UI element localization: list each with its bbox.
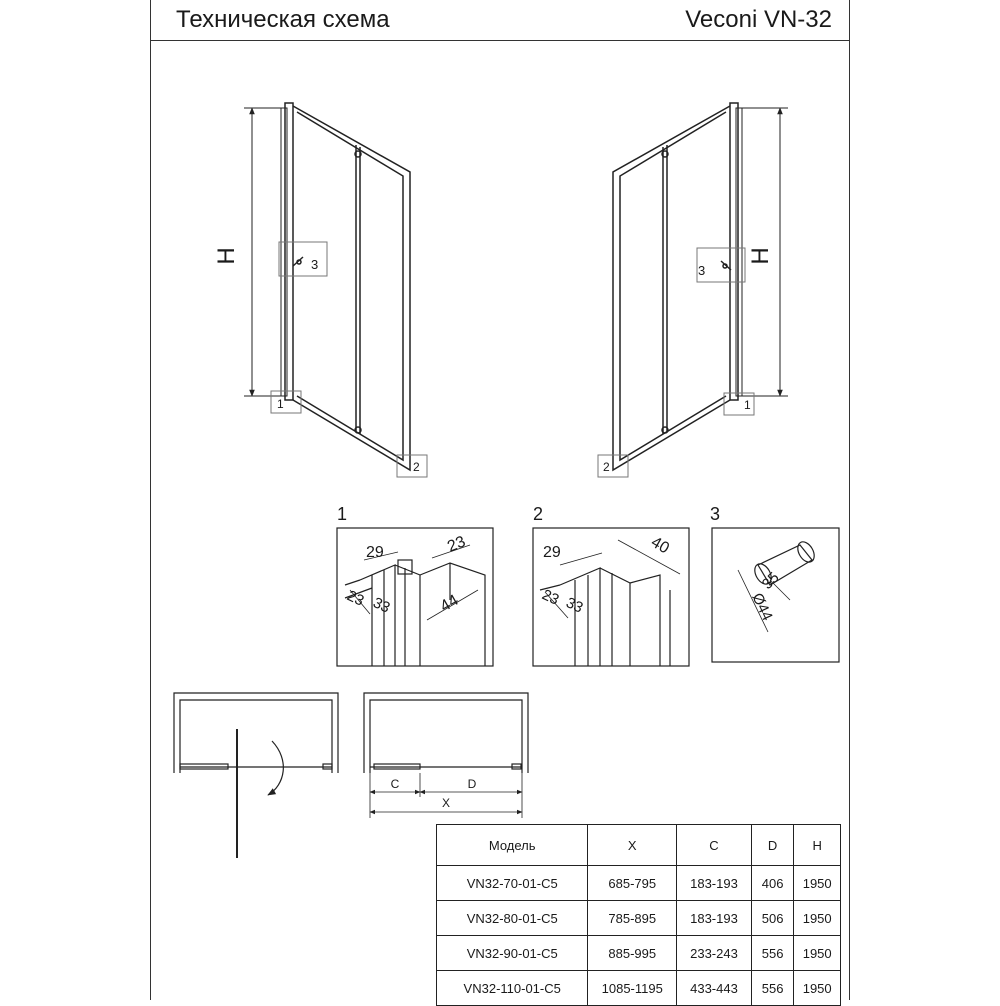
right-height-label: H xyxy=(747,247,774,264)
header-h: H xyxy=(793,824,841,866)
header-c: C xyxy=(676,824,752,866)
detail-1-dim-23-top: 23 xyxy=(445,533,468,555)
plan-sliding-view xyxy=(363,692,529,773)
cell-model: VN32-110-01-C5 xyxy=(435,970,589,1006)
right-height-dimension xyxy=(740,107,788,397)
cell-c: 233-243 xyxy=(676,935,752,971)
plan-x-label: X xyxy=(442,796,450,810)
cell-model: VN32-90-01-C5 xyxy=(435,935,589,971)
header-x: X xyxy=(587,824,678,866)
detail-2-dim-40: 40 xyxy=(648,534,672,558)
plan-swing-view xyxy=(173,692,339,858)
header-model: Модель xyxy=(435,824,589,866)
detail-2-dim-lines xyxy=(544,539,681,619)
detail-1-dim-44: 44 xyxy=(438,592,462,616)
detail-1-number: 1 xyxy=(337,504,347,524)
left-elevation xyxy=(280,102,411,472)
detail-3-number: 3 xyxy=(710,504,720,524)
cell-d: 556 xyxy=(750,970,795,1006)
detail-1-dim-lines xyxy=(349,544,479,621)
cell-h: 1950 xyxy=(793,900,841,936)
left-handle-icon xyxy=(292,256,304,267)
left-callout-1: 1 xyxy=(277,397,284,411)
plan-c-label: C xyxy=(391,777,400,791)
cell-h: 1950 xyxy=(793,970,841,1006)
cell-c: 433-443 xyxy=(676,970,752,1006)
detail-3-dim-diam44: Ø44 xyxy=(748,591,775,624)
table-row: VN32-90-01-C5 885-995 233-243 556 1950 xyxy=(435,935,841,971)
left-callout-boxes xyxy=(270,241,428,478)
right-callout-1: 1 xyxy=(744,398,751,412)
detail-2-dim-33: 33 xyxy=(563,594,585,616)
detail-1-frame xyxy=(336,527,494,667)
right-elevation xyxy=(612,102,743,472)
detail-3-dim-lines xyxy=(737,569,791,633)
left-height-label: H xyxy=(213,247,240,264)
sheet-frame xyxy=(150,0,850,1000)
detail-2-dim-29: 29 xyxy=(543,544,561,561)
plan-dimensions xyxy=(369,773,523,818)
detail-1-dim-33: 33 xyxy=(370,594,392,616)
plan-d-label: D xyxy=(468,777,477,791)
sheet-title: Техническая схема xyxy=(176,6,390,33)
right-handle-icon xyxy=(720,260,732,271)
cell-model: VN32-70-01-C5 xyxy=(435,865,589,901)
detail-3-frame xyxy=(711,527,840,663)
table-row: VN32-110-01-C5 1085-1195 433-443 556 195… xyxy=(435,970,841,1006)
cell-x: 885-995 xyxy=(587,935,678,971)
detail-2-dim-23: 23 xyxy=(539,586,561,608)
cell-model: VN32-80-01-C5 xyxy=(435,900,589,936)
cell-d: 406 xyxy=(750,865,795,901)
cell-c: 183-193 xyxy=(676,900,752,936)
cell-x: 785-895 xyxy=(587,900,678,936)
cell-h: 1950 xyxy=(793,865,841,901)
cell-h: 1950 xyxy=(793,935,841,971)
right-callout-3: 3 xyxy=(698,263,705,278)
cell-x: 685-795 xyxy=(587,865,678,901)
header-d: D xyxy=(750,824,795,866)
detail-2-number: 2 xyxy=(533,504,543,524)
model-title: Veconi VN-32 xyxy=(685,6,832,33)
right-callout-2: 2 xyxy=(603,460,610,474)
specs-header-row: Модель X C D H xyxy=(435,824,841,866)
right-callout-boxes xyxy=(597,247,755,478)
header-divider xyxy=(150,40,850,41)
detail-2-frame xyxy=(532,527,690,667)
cell-d: 556 xyxy=(750,935,795,971)
specs-table: Модель X C D H VN32-70-01-C5 685-795 183… xyxy=(435,824,841,1006)
cell-d: 506 xyxy=(750,900,795,936)
left-callout-2: 2 xyxy=(413,460,420,474)
left-height-dimension xyxy=(244,107,284,397)
detail-1-dim-29: 29 xyxy=(366,544,384,561)
table-row: VN32-80-01-C5 785-895 183-193 506 1950 xyxy=(435,900,841,936)
left-callout-3: 3 xyxy=(311,257,318,272)
table-row: VN32-70-01-C5 685-795 183-193 406 1950 xyxy=(435,865,841,901)
cell-c: 183-193 xyxy=(676,865,752,901)
detail-1-dim-23: 23 xyxy=(344,587,366,609)
cell-x: 1085-1195 xyxy=(587,970,678,1006)
